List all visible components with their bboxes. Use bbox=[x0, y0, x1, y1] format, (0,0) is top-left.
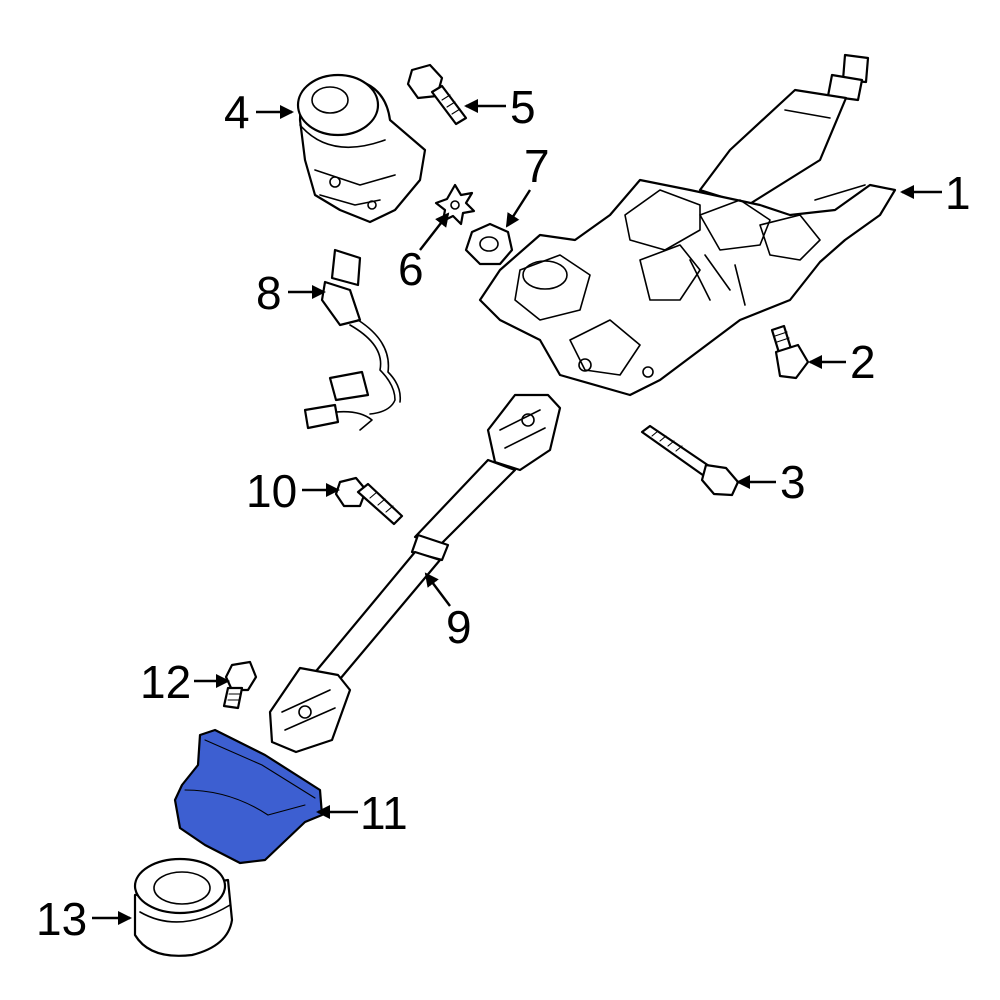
part-ignition-housing bbox=[296, 73, 427, 224]
callout-13: 13 bbox=[36, 893, 132, 945]
callout-label: 5 bbox=[510, 81, 536, 133]
callout-label: 10 bbox=[246, 465, 297, 517]
callout-10: 10 bbox=[246, 465, 340, 517]
part-intermediate-shaft bbox=[268, 393, 562, 754]
callout-label: 13 bbox=[36, 893, 87, 945]
callout-label: 6 bbox=[398, 243, 424, 295]
callout-label: 1 bbox=[945, 167, 971, 219]
part-bolt-10 bbox=[334, 476, 404, 526]
part-dust-boot-11 bbox=[173, 728, 324, 865]
callout-label: 8 bbox=[256, 267, 282, 319]
callout-label: 4 bbox=[224, 86, 250, 138]
part-star-washer-6 bbox=[434, 183, 476, 226]
callout-8: 8 bbox=[256, 267, 326, 319]
callout-9: 9 bbox=[424, 572, 472, 653]
part-bolt-12 bbox=[222, 660, 258, 710]
callout-2: 2 bbox=[808, 336, 876, 388]
part-bolt-2 bbox=[770, 324, 810, 380]
part-bolt-3 bbox=[640, 424, 740, 497]
callout-label: 2 bbox=[850, 336, 876, 388]
callout-11: 11 bbox=[316, 787, 408, 839]
callout-5: 5 bbox=[464, 81, 536, 133]
callout-label: 9 bbox=[446, 601, 472, 653]
callout-3: 3 bbox=[736, 456, 806, 508]
part-steering-column bbox=[478, 53, 897, 397]
callout-label: 12 bbox=[140, 656, 191, 708]
callout-6: 6 bbox=[398, 212, 450, 295]
part-bolt-5 bbox=[406, 63, 468, 126]
callout-label: 11 bbox=[360, 787, 408, 839]
callout-label: 7 bbox=[524, 140, 550, 192]
part-bushing-13 bbox=[133, 857, 234, 957]
callout-label: 3 bbox=[780, 456, 806, 508]
callout-4: 4 bbox=[224, 86, 294, 138]
callout-7: 7 bbox=[505, 140, 550, 228]
part-wiring-harness bbox=[303, 248, 402, 431]
part-nut-7 bbox=[464, 222, 514, 266]
callout-12: 12 bbox=[140, 656, 230, 708]
callout-1: 1 bbox=[900, 167, 971, 219]
